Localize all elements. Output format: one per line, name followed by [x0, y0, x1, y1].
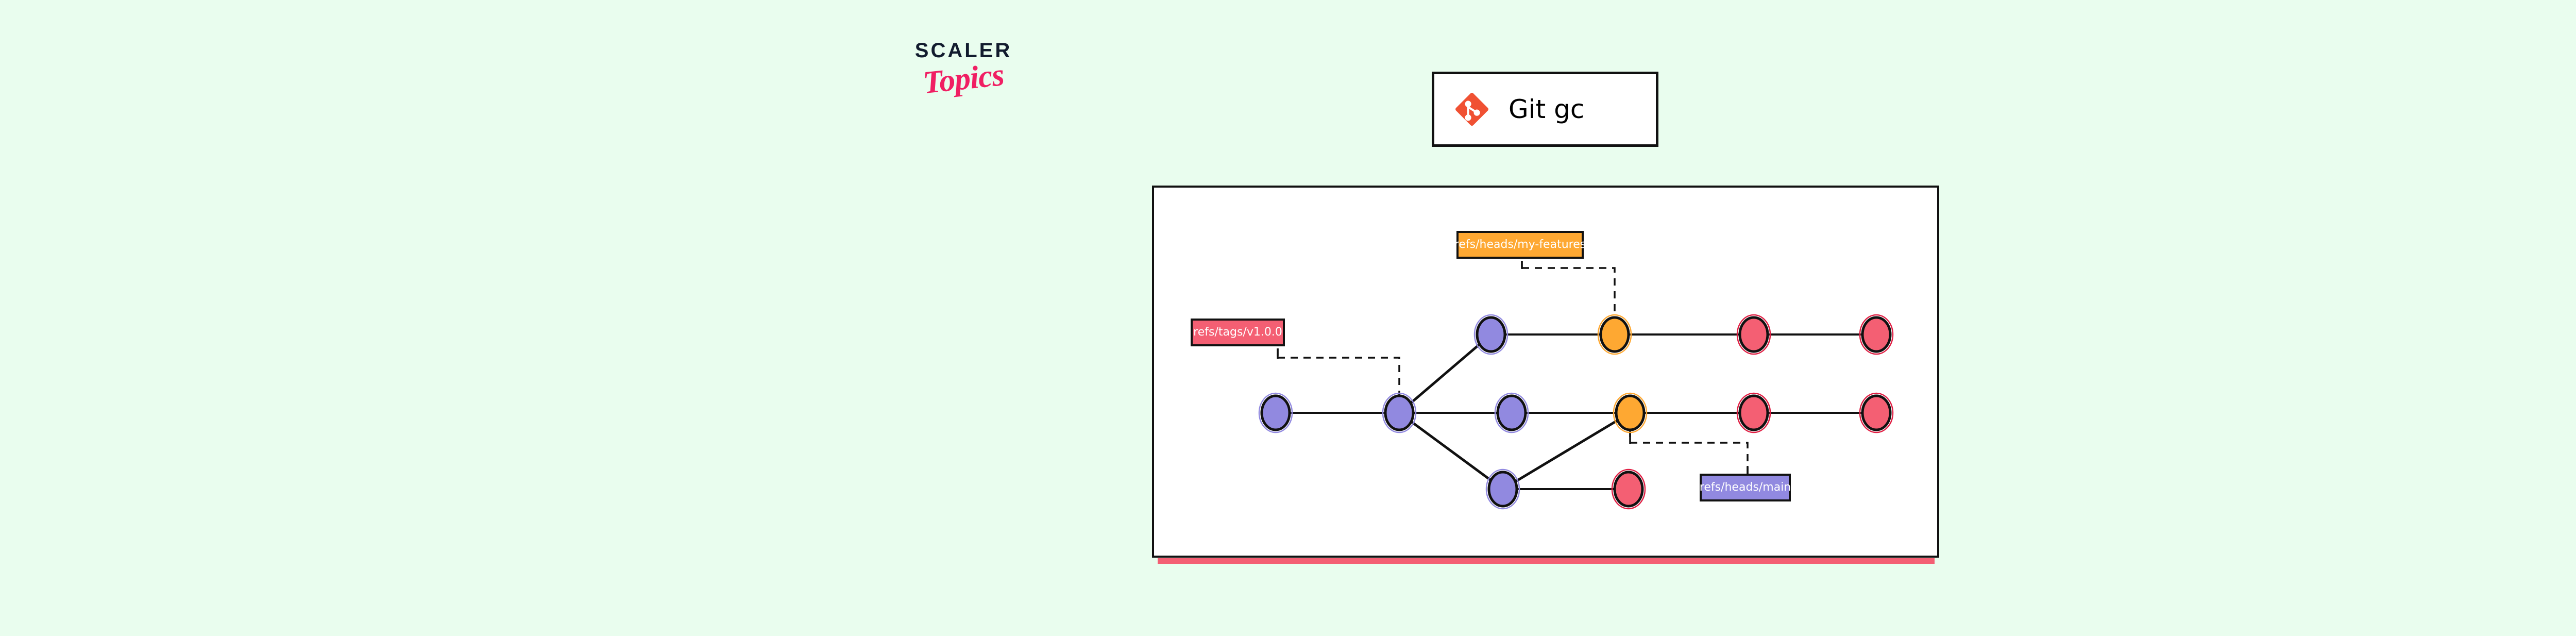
connector-main	[1629, 430, 1749, 476]
commit-node-t1	[1473, 314, 1509, 355]
commit-node-b2	[1611, 468, 1646, 510]
commit-node-m1	[1258, 392, 1293, 433]
logo-scaler-text: SCALER	[914, 39, 1012, 62]
graph-edges	[1276, 333, 1876, 491]
connector-tags	[1277, 348, 1400, 404]
commit-node-m2	[1382, 392, 1417, 433]
ref-label-heads-main: refs/heads/main	[1700, 474, 1791, 501]
connector-my-features	[1521, 261, 1616, 326]
edge-b1-m4	[1502, 411, 1631, 491]
panel-underline	[1158, 558, 1935, 564]
commit-node-m4	[1613, 392, 1648, 433]
commit-node-t2	[1597, 314, 1632, 355]
edge-m2-b1	[1398, 411, 1504, 491]
commit-node-m5	[1736, 392, 1771, 433]
commit-node-m6	[1859, 392, 1894, 433]
edge-m2-t1	[1398, 333, 1492, 414]
commit-node-t3	[1736, 314, 1771, 355]
ref-connectors	[1277, 261, 1749, 476]
ref-label-tags-v100: refs/tags/v1.0.0	[1191, 319, 1285, 346]
scaler-topics-logo: SCALER Topics	[878, 40, 1048, 133]
git-commit-graph	[1258, 261, 1894, 510]
logo-topics-text: Topics	[921, 57, 1006, 101]
commit-node-b1	[1485, 468, 1520, 510]
title-card: Git gc	[1432, 72, 1658, 147]
ref-label-heads-my-features: refs/heads/my-features	[1454, 231, 1586, 259]
git-logo-icon	[1455, 93, 1488, 126]
commit-node-t4	[1859, 314, 1894, 355]
commit-node-m3	[1494, 392, 1529, 433]
page-title: Git gc	[1509, 94, 1585, 124]
